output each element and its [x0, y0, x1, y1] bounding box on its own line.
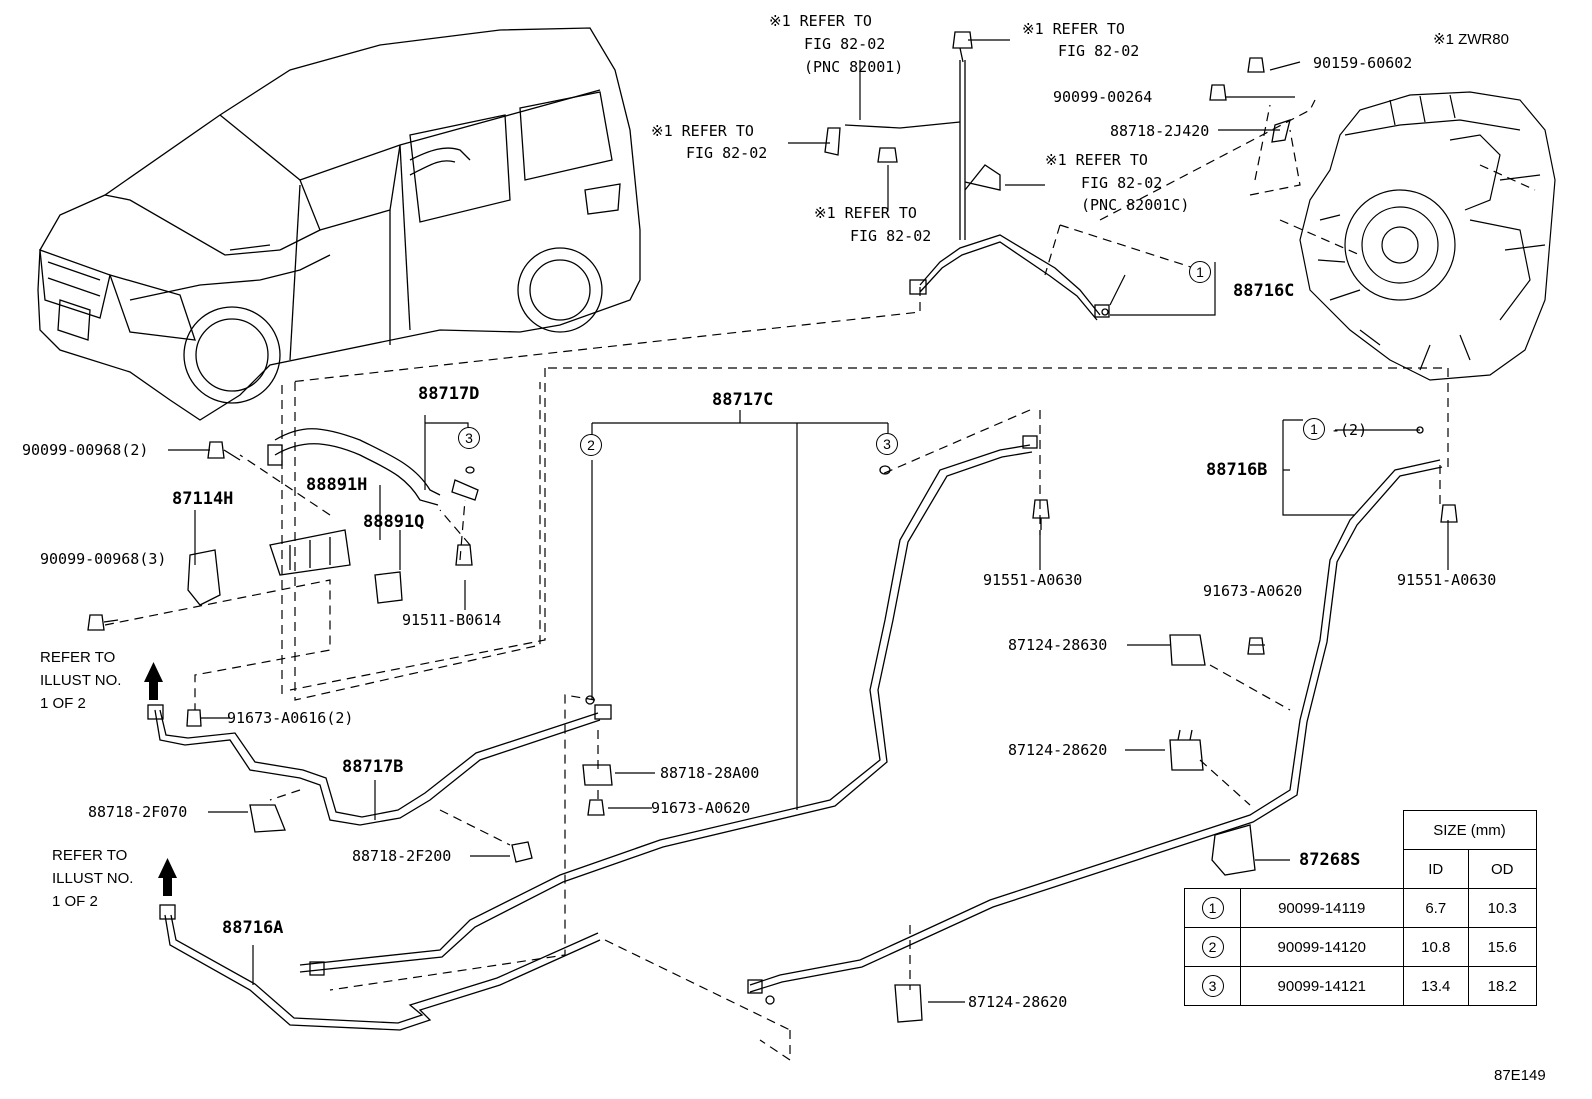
part-glyphs	[87, 31, 1458, 1023]
part-88717C: 88717C	[712, 390, 774, 410]
part-90099-00968-2: 90099-00968(2)	[22, 441, 149, 459]
part-90099-00968-3: 90099-00968(3)	[40, 550, 167, 568]
hose-marker-qty: -(2)	[1331, 421, 1368, 439]
refer-callout-c-line2: FIG 82-02	[686, 144, 768, 162]
refer-callout-c-line1: ※1 REFER TO	[651, 122, 754, 140]
part-88716A: 88716A	[222, 918, 284, 938]
illust-ref-2-line1: REFER TO	[52, 847, 128, 864]
part-91551-A0630-a: 91551-A0630	[983, 571, 1083, 589]
hose-marker-3-right: 3	[876, 433, 898, 455]
part-87124-28620-b: 87124-28620	[968, 993, 1068, 1011]
part-91673-A0620-b: 91673-A0620	[651, 799, 751, 817]
size-row-marker: 1	[1201, 897, 1224, 919]
illust-ref-2-line2: ILLUST NO.	[52, 870, 134, 887]
leader-lines	[168, 39, 1449, 1003]
size-row-marker: 3	[1201, 975, 1224, 997]
size-table-col-id: ID	[1402, 849, 1469, 889]
table-row: 3 90099-14121 13.4 18.2	[1184, 966, 1537, 1006]
part-88891Q: 88891Q	[363, 512, 425, 532]
size-table-col-od: OD	[1467, 849, 1537, 889]
part-91551-A0630-b: 91551-A0630	[1397, 571, 1497, 589]
part-87124-28630: 87124-28630	[1008, 636, 1108, 654]
pipe-lines	[147, 60, 1443, 1031]
part-87114H: 87114H	[172, 489, 234, 509]
part-88716C: 88716C	[1233, 281, 1295, 301]
refer-callout-a-line1: ※1 REFER TO	[769, 12, 872, 30]
part-90159-60602: 90159-60602	[1313, 54, 1413, 72]
part-88718-28A00: 88718-28A00	[660, 764, 760, 782]
illust-ref-2-line3: 1 OF 2	[52, 893, 98, 910]
size-row-id: 13.4	[1402, 966, 1469, 1006]
part-90099-00264: 90099-00264	[1053, 88, 1153, 106]
hose-marker-1-top: 1	[1189, 261, 1211, 283]
assembly-dashed-lines	[104, 99, 1536, 1062]
illust-ref-1-line1: REFER TO	[40, 649, 116, 666]
refer-callout-b-line1: ※1 REFER TO	[1022, 20, 1125, 38]
refer-callout-d-line3: (PNC 82001C)	[1081, 196, 1190, 214]
size-row-od: 18.2	[1467, 966, 1537, 1006]
illust-ref-1-line3: 1 OF 2	[40, 695, 86, 712]
refer-callout-a-line3: (PNC 82001)	[804, 58, 904, 76]
size-row-part: 90099-14119	[1240, 888, 1404, 928]
part-88718-2J420: 88718-2J420	[1110, 122, 1210, 140]
refer-callout-a-line2: FIG 82-02	[804, 35, 886, 53]
size-row-part: 90099-14121	[1240, 966, 1404, 1006]
refer-callout-d-line2: FIG 82-02	[1081, 174, 1163, 192]
hose-size-table: SIZE (mm) ID OD 1 90099-14119 6.7 10.3 2…	[1184, 810, 1537, 1006]
part-88716B: 88716B	[1206, 460, 1268, 480]
part-88718-2F070: 88718-2F070	[88, 803, 188, 821]
part-88718-2F200: 88718-2F200	[352, 847, 452, 865]
part-91511-B0614: 91511-B0614	[402, 611, 502, 629]
part-87124-28620-a: 87124-28620	[1008, 741, 1108, 759]
size-row-od: 15.6	[1467, 927, 1537, 967]
hose-marker-3-left: 3	[458, 427, 480, 449]
refer-callout-d-line1: ※1 REFER TO	[1045, 151, 1148, 169]
size-row-marker: 2	[1201, 936, 1224, 958]
table-row: 2 90099-14120 10.8 15.6	[1184, 927, 1537, 967]
part-88891H: 88891H	[306, 475, 368, 495]
part-91673-A0620-a: 91673-A0620	[1203, 582, 1303, 600]
part-88717D: 88717D	[418, 384, 480, 404]
illust-ref-1-line2: ILLUST NO.	[40, 672, 122, 689]
refer-callout-b-line2: FIG 82-02	[1058, 42, 1140, 60]
up-arrow-icon	[144, 662, 177, 896]
size-row-id: 6.7	[1402, 888, 1469, 928]
size-row-od: 10.3	[1467, 888, 1537, 928]
table-row: 1 90099-14119 6.7 10.3	[1184, 888, 1537, 928]
refer-callout-e-line2: FIG 82-02	[850, 227, 932, 245]
size-table-header: SIZE (mm)	[1402, 810, 1537, 850]
transmission-illustration	[1299, 91, 1556, 381]
vehicle-illustration	[37, 27, 641, 421]
size-row-id: 10.8	[1402, 927, 1469, 967]
figure-code: 87E149	[1494, 1067, 1546, 1084]
size-row-part: 90099-14120	[1240, 927, 1404, 967]
part-88717B: 88717B	[342, 757, 404, 777]
refer-callout-e-line1: ※1 REFER TO	[814, 204, 917, 222]
hose-marker-1-right: 1	[1303, 418, 1325, 440]
hose-marker-2: 2	[580, 434, 602, 456]
part-91673-A0616-2: 91673-A0616(2)	[227, 709, 354, 727]
zwr80-note: ※1 ZWR80	[1433, 31, 1509, 48]
